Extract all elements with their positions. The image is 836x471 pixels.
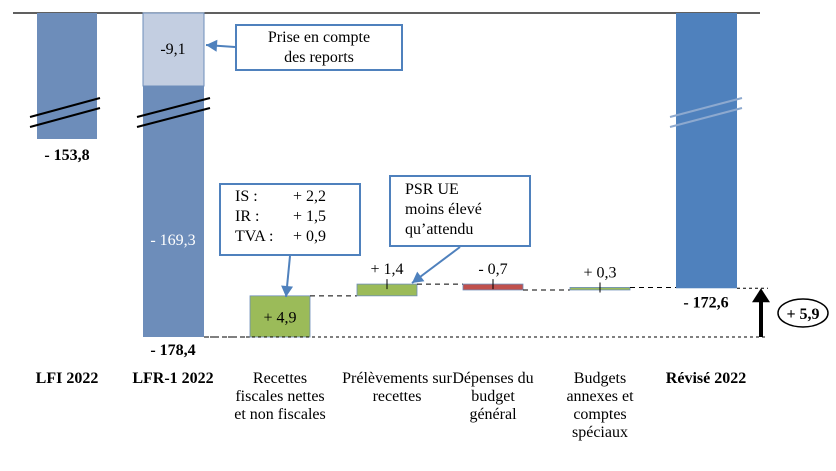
annotation-psr-line: moins élevé: [405, 201, 482, 218]
arrow-reports-head: [206, 39, 218, 52]
axis-break-mark: [669, 97, 743, 118]
label-lfi: - 153,8: [44, 147, 89, 164]
delta-arrow-head: [752, 288, 770, 303]
label-lfr-total: - 178,4: [150, 342, 195, 359]
annotation-reports-line: Prise en compte: [267, 29, 371, 46]
annotation-recettes-row: TVA :+ 0,9: [235, 228, 327, 245]
axis-break-mark: [136, 107, 211, 128]
arrow-psr-head: [412, 271, 425, 283]
category-label-lfi: LFI 2022: [35, 370, 99, 387]
bar-lfi: [37, 13, 97, 139]
annotation-reports: Prise en compte des reports: [235, 24, 403, 71]
bar-revise: [676, 13, 737, 289]
category-label-lfr: LFR-1 2022: [132, 370, 214, 387]
bar-lfr-reports: [142, 12, 205, 87]
category-label-revise: Révisé 2022: [665, 370, 747, 387]
arrow-recettes-head: [281, 285, 294, 297]
annotation-recettes: IS :+ 2,2 IR :+ 1,5 TVA :+ 0,9: [219, 183, 361, 256]
label-revise: - 172,6: [683, 294, 728, 311]
axis-break-mark: [669, 107, 743, 128]
annotation-psr: PSR UE moins élevé qu’attendu: [389, 175, 531, 247]
annotation-recettes-row: IS :+ 2,2: [235, 188, 327, 205]
label-step-recettes: + 4,9: [263, 309, 296, 326]
category-label-depenses: Dépenses du budget général: [452, 370, 534, 423]
axis-break-mark: [136, 97, 211, 118]
category-label-recettes: Recettes fiscales nettes et non fiscales: [234, 370, 326, 423]
bar-recettes: [249, 295, 311, 338]
label-lfr-main: - 169,3: [150, 232, 195, 249]
annotation-reports-line: des reports: [284, 49, 354, 66]
label-delta: + 5,9: [786, 306, 819, 323]
annotation-psr-line: PSR UE: [405, 181, 459, 198]
category-label-prelevements: Prélèvements sur recettes: [342, 370, 452, 405]
category-label-budgets: Budgets annexes et comptes spéciaux: [566, 370, 634, 441]
annotation-recettes-row: IR :+ 1,5: [235, 208, 327, 225]
label-step-budgets: + 0,3: [583, 264, 616, 281]
label-lfr-reports: -9,1: [160, 41, 185, 58]
label-step-depenses: - 0,7: [478, 261, 507, 278]
axis-break-mark: [29, 97, 101, 118]
delta-badge: [777, 298, 829, 328]
annotation-psr-line: qu’attendu: [405, 221, 474, 238]
axis-break-mark: [29, 107, 101, 128]
label-step-prelevements: + 1,4: [370, 261, 403, 278]
bar-lfr-main: [143, 86, 204, 337]
